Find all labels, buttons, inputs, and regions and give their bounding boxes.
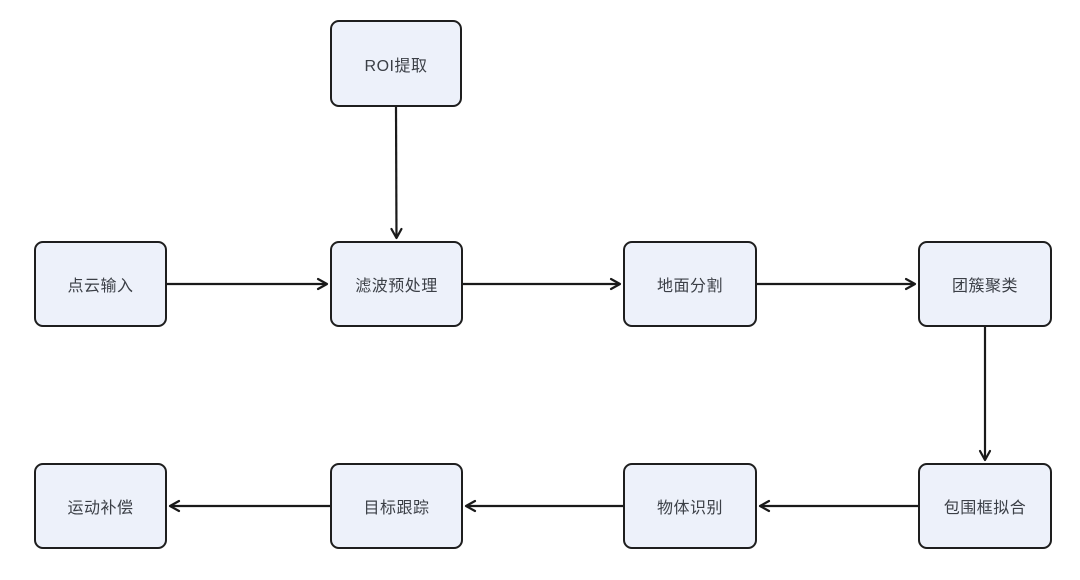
flow-node-ground-segmentation: 地面分割 — [623, 241, 757, 327]
flow-node-point-cloud-input: 点云输入 — [34, 241, 167, 327]
flow-node-label: ROI提取 — [364, 57, 428, 75]
flow-node-motion-compensation: 运动补偿 — [34, 463, 167, 549]
flow-node-roi-extraction: ROI提取 — [330, 20, 462, 107]
flow-node-object-recognition: 物体识别 — [623, 463, 757, 549]
flow-node-target-tracking: 目标跟踪 — [330, 463, 463, 549]
flow-node-label: 运动补偿 — [67, 500, 134, 517]
flow-node-label: 点云输入 — [67, 278, 134, 295]
flow-node-label: 物体识别 — [656, 500, 723, 517]
flow-node-label: 目标跟踪 — [363, 500, 430, 517]
flow-node-bounding-box-fitting: 包围框拟合 — [918, 463, 1052, 549]
flow-node-cluster-clustering: 团簇聚类 — [918, 241, 1052, 327]
flow-node-label: 团簇聚类 — [951, 278, 1018, 295]
flow-node-label: 滤波预处理 — [355, 278, 438, 295]
flow-node-label: 地面分割 — [656, 278, 723, 295]
flow-node-label: 包围框拟合 — [943, 500, 1027, 517]
flow-node-filter-preprocess: 滤波预处理 — [330, 241, 463, 327]
